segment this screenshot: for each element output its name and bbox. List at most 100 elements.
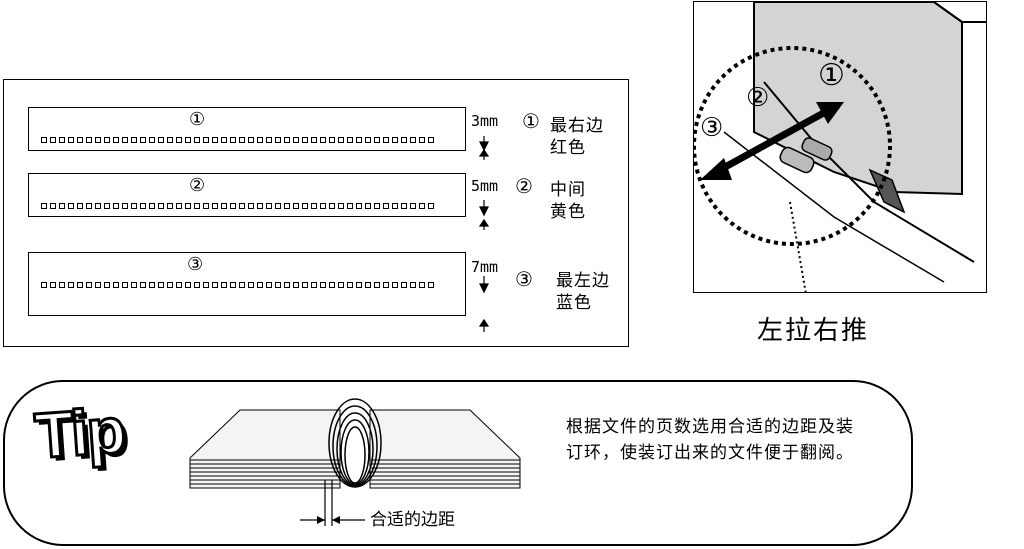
punch-hole [185,282,191,288]
tip-text: 根据文件的页数选用合适的边距及装订环，使装订出来的文件便于翻阅。 [566,417,854,463]
margin-dimension-arrows [478,136,490,332]
punch-hole [68,137,74,143]
binding-machine-photo: ① ② ③ [693,1,987,293]
punch-hole [59,282,65,288]
punch-hole [392,203,398,209]
punch-hole [356,282,362,288]
punch-hole [194,137,200,143]
punch-hole [266,203,272,209]
punch-hole [113,137,119,143]
punch-holes-1 [41,137,434,143]
punch-hole [374,282,380,288]
punch-hole [329,137,335,143]
punch-hole [140,137,146,143]
punch-hole [41,282,47,288]
punch-hole [239,203,245,209]
punch-hole [410,203,416,209]
punch-hole [59,203,65,209]
punch-hole [131,137,137,143]
punch-hole [95,282,101,288]
punch-hole [77,137,83,143]
margin-comparison-panel: ① 3mm ① 最右边 红色 ② 5mm ② 中间 黄色 ③ 7mm ③ 最左边… [3,79,629,347]
punch-hole [320,282,326,288]
punch-hole [122,137,128,143]
punch-hole [203,282,209,288]
punch-hole [338,137,344,143]
option-color-2: 黄色 [550,202,586,222]
punch-hole [176,203,182,209]
punch-hole [419,282,425,288]
punch-hole [104,137,110,143]
punch-hole [77,282,83,288]
punch-hole [221,282,227,288]
punch-hole [158,282,164,288]
punch-hole [239,282,245,288]
punch-hole [338,203,344,209]
push-pull-caption: 左拉右推 [757,316,870,346]
punch-hole [347,137,353,143]
punch-hole [113,282,119,288]
punch-hole [104,282,110,288]
paper-strip-3: ③ [28,252,466,316]
margin-label-7mm: 7mm [471,258,499,276]
punch-hole [428,282,434,288]
punch-hole [356,203,362,209]
punch-hole [113,203,119,209]
punch-holes-3 [41,282,434,288]
punch-hole [131,203,137,209]
punch-hole [158,137,164,143]
punch-hole [140,203,146,209]
punch-hole [212,282,218,288]
punch-hole [347,203,353,209]
punch-hole [365,137,371,143]
punch-hole [86,203,92,209]
punch-hole [212,137,218,143]
punch-hole [383,203,389,209]
punch-hole [221,137,227,143]
punch-hole [122,203,128,209]
punch-hole [428,137,434,143]
punch-hole [311,282,317,288]
punch-hole [284,282,290,288]
option-position-2: 中间 [550,180,586,200]
punch-hole [167,282,173,288]
punch-hole [95,137,101,143]
punch-hole [257,203,263,209]
punch-hole [383,137,389,143]
punch-hole [95,203,101,209]
punch-hole [365,282,371,288]
punch-hole [257,282,263,288]
punch-hole [401,203,407,209]
punch-hole [185,137,191,143]
punch-hole [41,137,47,143]
punch-hole [365,203,371,209]
punch-hole [302,137,308,143]
punch-hole [275,137,281,143]
punch-hole [68,282,74,288]
paper-strip-1: ① [28,107,466,151]
punch-hole [374,203,380,209]
punch-hole [392,282,398,288]
punch-hole [149,282,155,288]
punch-hole [185,203,191,209]
punch-hole [293,137,299,143]
punch-hole [401,137,407,143]
punch-hole [356,137,362,143]
paper-strip-2: ② [28,173,466,217]
punch-hole [149,137,155,143]
punch-hole [284,203,290,209]
punch-hole [419,137,425,143]
punch-hole [149,203,155,209]
punch-hole [266,137,272,143]
punch-hole [122,282,128,288]
punch-hole [293,282,299,288]
option-marker-2: ② [515,174,533,198]
option-marker-3: ③ [515,267,533,291]
punch-hole [320,203,326,209]
photo-marker-2: ② [746,83,770,113]
option-marker-1: ① [522,109,540,133]
tip-badge: Tip [31,392,128,473]
strip-marker-2: ② [189,175,206,196]
punch-hole [77,203,83,209]
punch-hole [338,282,344,288]
